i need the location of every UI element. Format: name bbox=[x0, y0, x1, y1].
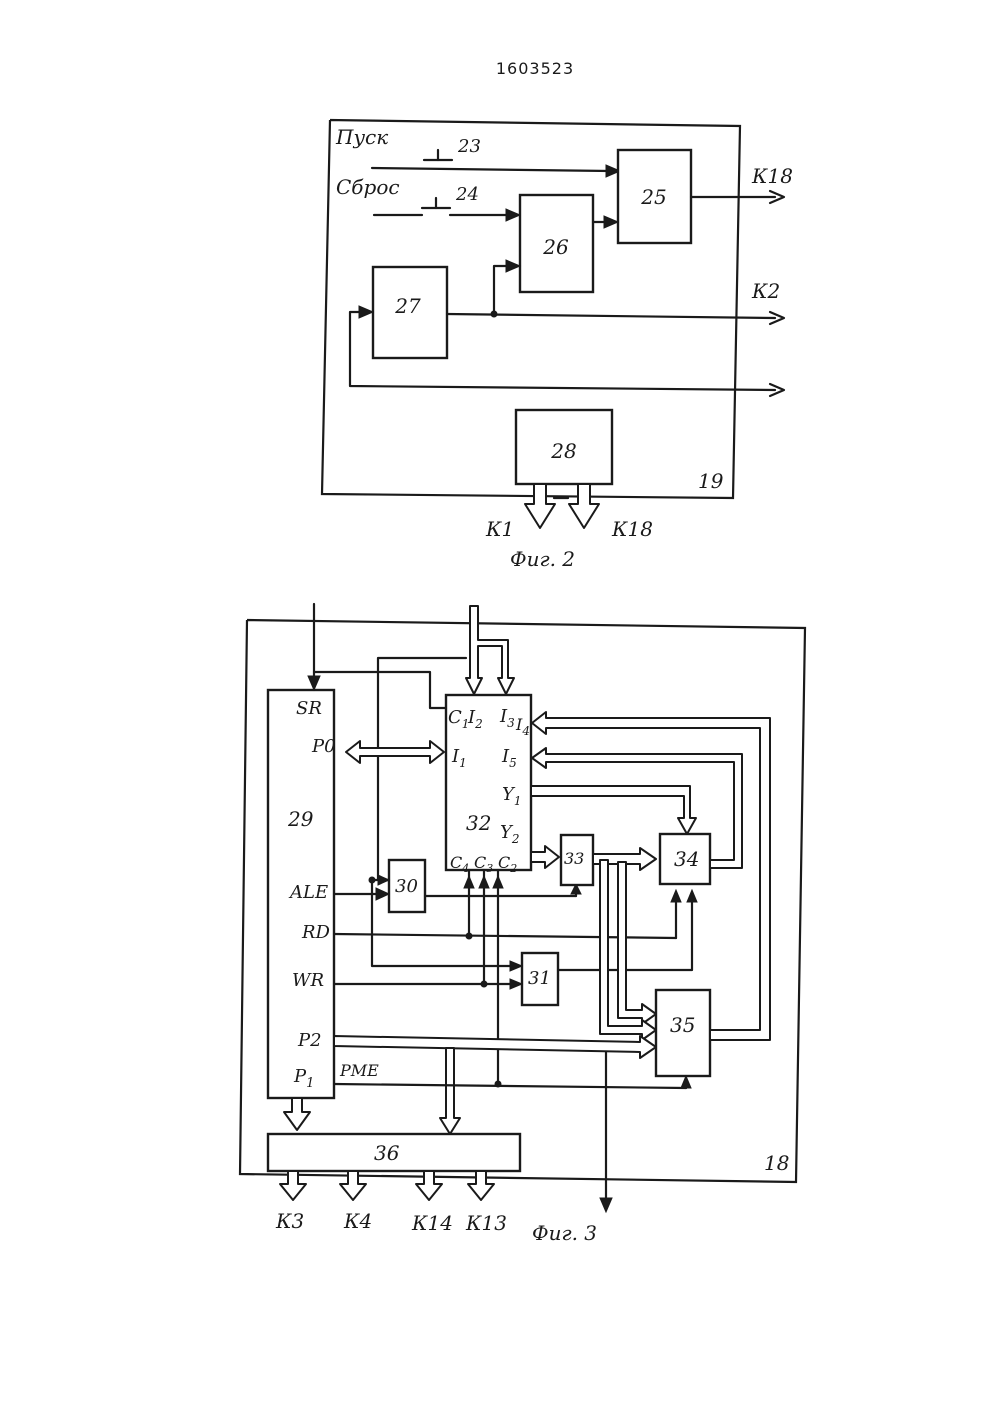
figure-2: 19 Пуск 23 Сброс 24 25 К18 26 27 К2 bbox=[322, 120, 793, 571]
button-24-label: 24 bbox=[455, 184, 479, 205]
block-27-label: 27 bbox=[394, 294, 421, 318]
fig2-label-start: Пуск bbox=[335, 125, 388, 149]
out-k13-label: К13 bbox=[465, 1211, 507, 1235]
page-number: 1603523 bbox=[496, 59, 574, 78]
pin-wr: WR bbox=[292, 970, 324, 991]
out-k18-bottom-label: К18 bbox=[611, 517, 653, 541]
bus-33-35 bbox=[618, 862, 656, 1024]
out-k4-label: К4 bbox=[343, 1209, 372, 1233]
start-line bbox=[372, 168, 610, 171]
out-k2-label: К2 bbox=[751, 279, 780, 303]
block-28-label: 28 bbox=[550, 439, 576, 463]
pin-rd: RD bbox=[301, 922, 331, 943]
block-25-label: 25 bbox=[640, 185, 666, 209]
out-k18-top-label: К18 bbox=[751, 164, 793, 188]
bus-p1-36 bbox=[284, 1098, 310, 1130]
bus-in-i2-i3 bbox=[466, 606, 514, 694]
fig2-caption: Фиг. 2 bbox=[510, 547, 575, 571]
block-32-label: 32 bbox=[466, 811, 491, 835]
bus-out-k18 bbox=[569, 484, 599, 528]
pin-p2: P2 bbox=[297, 1030, 322, 1051]
block-34-label: 34 bbox=[674, 847, 699, 871]
bus-p2-35 bbox=[334, 1036, 656, 1058]
pin-ale: ALE bbox=[288, 882, 328, 903]
bus-out-k14 bbox=[416, 1171, 442, 1200]
block-29-label: 29 bbox=[287, 807, 314, 831]
block-30-label: 30 bbox=[395, 876, 418, 897]
out-k14-label: К14 bbox=[411, 1211, 453, 1235]
pin-pme: PME bbox=[339, 1061, 379, 1080]
block-26-label: 26 bbox=[542, 235, 569, 259]
block-33-label: 33 bbox=[564, 849, 584, 868]
out-k3-label: К3 bbox=[275, 1209, 304, 1233]
pme-line bbox=[334, 1084, 686, 1088]
fig3-caption: Фиг. 3 bbox=[532, 1221, 597, 1245]
figure-3: 18 SR P0 29 ALE RD WR P2 P1 PME C1 I2 I3… bbox=[240, 604, 805, 1245]
block-35-label: 35 bbox=[670, 1013, 695, 1037]
bus-out-k13 bbox=[468, 1171, 494, 1200]
pin-sr: SR bbox=[296, 698, 322, 719]
block-31-label: 31 bbox=[528, 968, 551, 989]
bus-p2-36 bbox=[440, 1048, 460, 1134]
bus-out-k1 bbox=[525, 484, 555, 528]
block-36-label: 36 bbox=[374, 1141, 400, 1165]
fig2-label-reset: Сброс bbox=[336, 175, 400, 199]
bus-y1-34 bbox=[531, 786, 696, 834]
out-k1-label: К1 bbox=[485, 517, 514, 541]
fig3-frame-number: 18 bbox=[764, 1151, 789, 1175]
bus-p0-i1 bbox=[346, 741, 444, 763]
fig2-frame-number: 19 bbox=[698, 469, 724, 493]
bus-y2-33 bbox=[531, 846, 559, 868]
button-23-label: 23 bbox=[457, 136, 481, 157]
pin-p0: P0 bbox=[311, 736, 336, 757]
